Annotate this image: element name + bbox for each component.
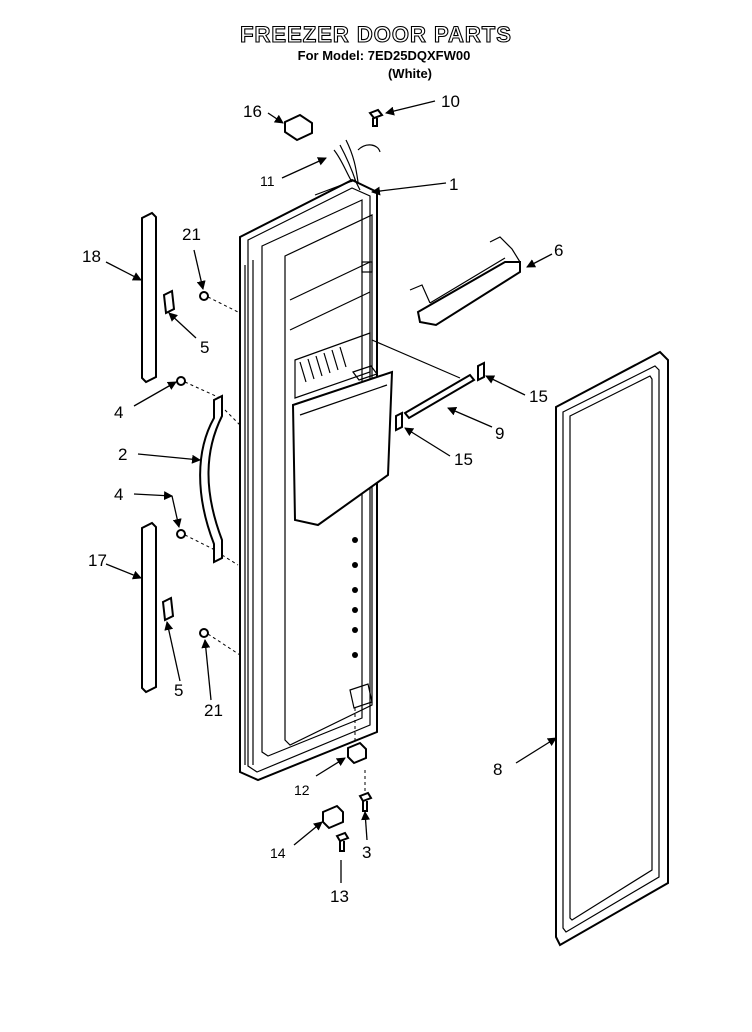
callout-8: 8 [493,760,502,779]
callout-15-lower: 15 [454,450,473,469]
shelf-rail-part-9 [403,373,476,420]
callout-11: 11 [260,173,275,189]
gasket-part-8 [555,350,669,947]
door-panel-part-1 [239,178,394,782]
callout-10: 10 [441,92,460,111]
screw-part-4-upper [176,376,186,386]
screw-part-3 [358,791,373,812]
callout-17: 17 [88,551,107,570]
door-bin-part-6 [416,261,521,327]
clip-part-5-lower [161,596,175,622]
callout-5-upper: 5 [200,338,209,357]
callout-15-upper: 15 [529,387,548,406]
callout-3: 3 [362,843,371,862]
trim-strip-part-17 [141,521,157,694]
callout-1: 1 [449,175,458,194]
screw-part-10 [368,108,384,127]
screw-part-13 [335,831,350,852]
callout-16: 16 [243,102,262,121]
callout-5-lower: 5 [174,681,183,700]
bracket-part-15-lower [395,411,403,432]
screw-part-21-lower [199,628,209,638]
hinge-bracket-part-14 [322,804,344,830]
callout-6: 6 [554,241,563,260]
callout-21-upper: 21 [182,225,201,244]
connector-part-16 [284,113,313,142]
harness-loop [357,144,381,153]
callout-2: 2 [118,445,127,464]
clip-part-5-upper [162,289,176,315]
callout-9: 9 [495,424,504,443]
page-title: FREEZER DOOR PARTS [240,21,512,47]
callout-12: 12 [294,782,310,798]
trim-strip-part-18 [141,211,157,384]
callout-13: 13 [330,887,349,906]
wiring-harness-part-11 [333,139,359,183]
model-subtitle: For Model: 7ED25DQXFW00 [297,48,471,63]
bracket-part-15-upper [477,361,485,382]
color-variant: (White) [387,66,433,81]
callout-14: 14 [270,845,286,861]
callout-18: 18 [82,247,101,266]
callout-21-lower: 21 [204,701,223,720]
hinge-part-12 [347,741,367,765]
callout-4-upper: 4 [114,403,123,422]
screw-part-21-upper [199,291,209,301]
handle-part-2 [199,394,223,564]
screw-part-4-lower [176,529,186,539]
callout-4-lower: 4 [114,485,123,504]
